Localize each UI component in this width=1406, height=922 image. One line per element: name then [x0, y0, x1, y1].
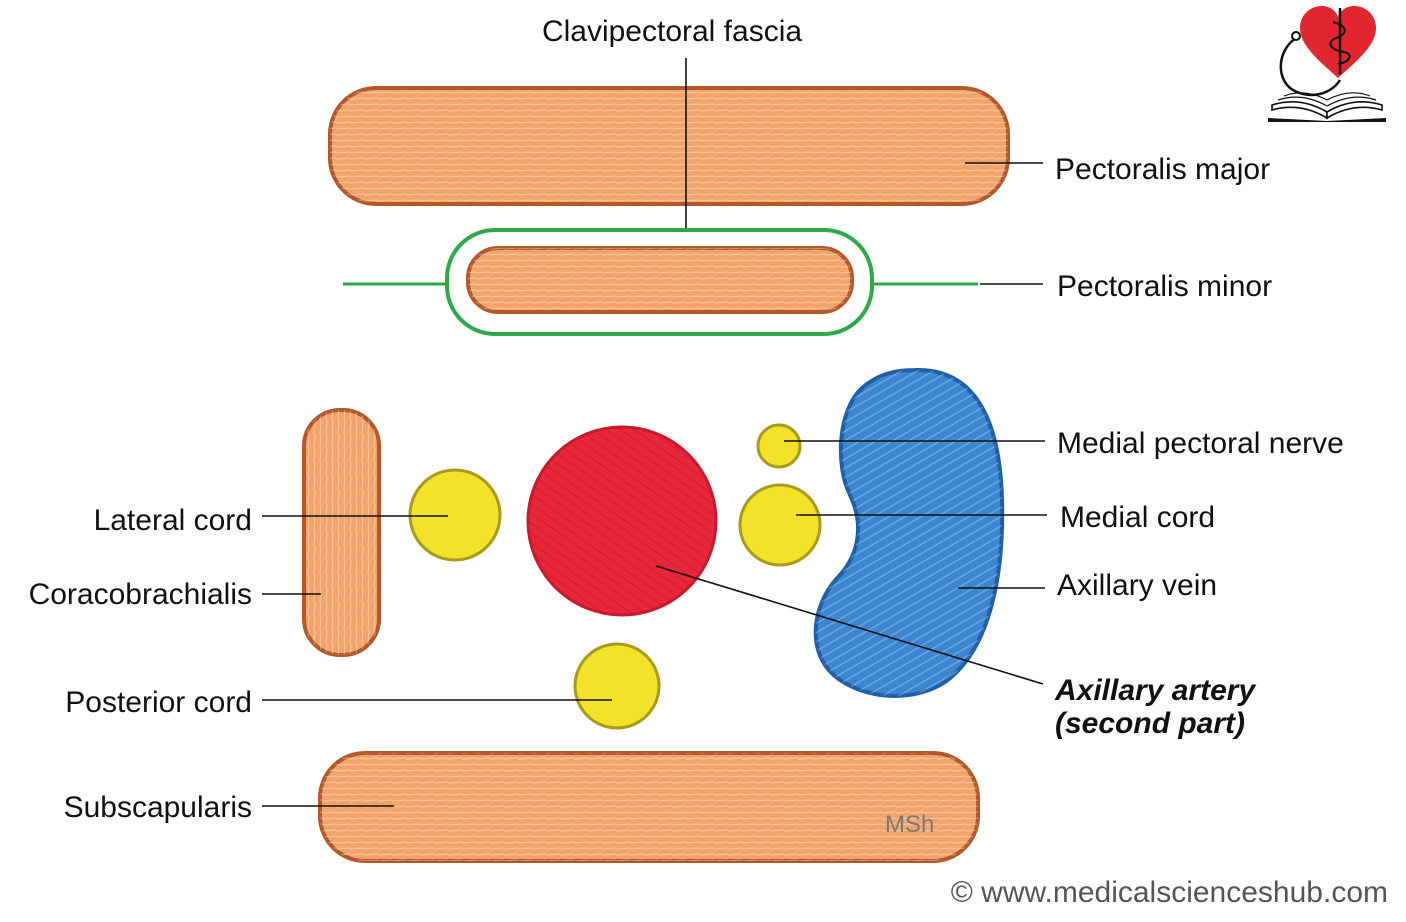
axillary-artery-leader — [655, 565, 1044, 685]
posterior-cord-label: Posterior cord — [65, 686, 252, 719]
coracobrachialis-shape — [302, 408, 381, 657]
clavipectoral-fascia-shape — [343, 228, 978, 336]
artist-signature: MSh — [885, 811, 934, 838]
axillary-artery-sublabel: (second part) — [1055, 707, 1245, 740]
subscapularis-shape — [318, 751, 980, 863]
medial-cord-label: Medial cord — [1060, 501, 1215, 534]
posterior-cord-shape — [573, 642, 661, 730]
medial-pectoral-nerve-shape — [756, 423, 802, 469]
axillary-artery-label: Axillary artery — [1054, 674, 1256, 707]
lateral-cord-shape — [408, 468, 502, 562]
coracobrachialis-label: Coracobrachialis — [29, 578, 252, 611]
medial-pectoral-nerve-label: Medial pectoral nerve — [1057, 427, 1344, 460]
heart-stethoscope-book-logo-icon — [1268, 6, 1386, 122]
lateral-cord-label: Lateral cord — [94, 504, 252, 537]
pectoralis-major-label: Pectoralis major — [1055, 153, 1270, 186]
axillary-vein-label: Axillary vein — [1057, 569, 1217, 602]
copyright-credit: © www.medicalscienceshub.com — [951, 876, 1388, 909]
axillary-artery-shape — [526, 425, 718, 617]
pectoralis-minor-shape — [466, 246, 854, 314]
pectoralis-minor-label: Pectoralis minor — [1057, 270, 1272, 303]
clavipectoral-fascia-label: Clavipectoral fascia — [542, 15, 802, 48]
subscapularis-label: Subscapularis — [64, 791, 252, 824]
pectoralis-major-shape — [328, 86, 1010, 206]
medial-cord-shape — [738, 483, 822, 567]
axillary-vein-shape — [813, 367, 1005, 698]
